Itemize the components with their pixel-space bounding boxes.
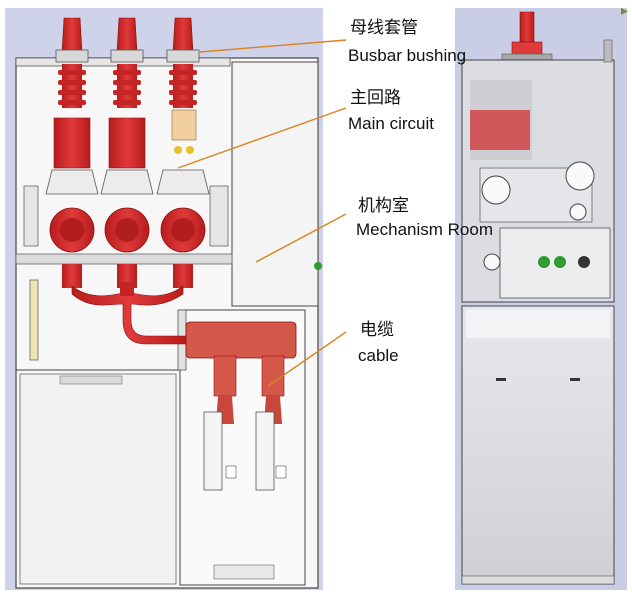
- bushing-1: [45, 17, 99, 288]
- bushing-3: [156, 17, 210, 288]
- label-mechanism-room-en: Mechanism Room: [356, 220, 493, 239]
- leader-main-circuit: [177, 107, 347, 169]
- door-indicator-green: [314, 262, 322, 270]
- label-main-circuit-en: Main circuit: [348, 114, 434, 133]
- side-view: [455, 8, 627, 590]
- label-main-circuit-zh: 主回路: [350, 88, 401, 107]
- leader-cable: [267, 331, 347, 387]
- lower-panel: [19, 373, 177, 585]
- green-indicator-1: [538, 256, 550, 268]
- label-mechanism-room-zh: 机构室: [358, 196, 409, 215]
- leader-lines: [177, 39, 347, 387]
- leader-busbar-bushing: [199, 39, 347, 53]
- side-lower-cabinet: [461, 305, 615, 585]
- cable-terminals: [185, 321, 297, 491]
- label-cable-zh: 电缆: [360, 320, 394, 339]
- label-busbar-bushing-en: Busbar bushing: [348, 46, 467, 65]
- green-indicator-2: [554, 256, 566, 268]
- label-busbar-bushing-zh: 母线套管: [350, 18, 418, 37]
- horizontal-divider: [15, 253, 233, 265]
- busbar-bushings: [45, 17, 210, 288]
- triangle-arrow-icon: ▸: [620, 2, 628, 18]
- leader-mechanism-room: [255, 213, 347, 263]
- label-cable-en: cable: [358, 346, 399, 365]
- front-view: [5, 8, 323, 590]
- mechanism-door: [231, 61, 319, 307]
